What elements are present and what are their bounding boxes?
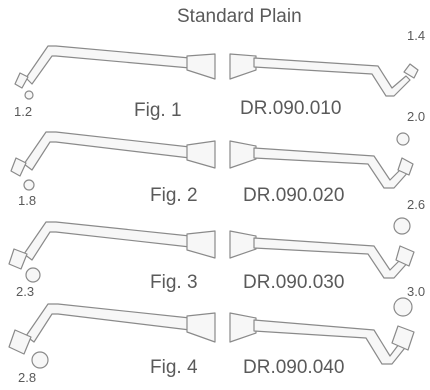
instrument-2-code: DR.090.020 — [243, 185, 345, 206]
instrument-2-figure-label: Fig. 2 — [150, 185, 198, 206]
instrument-4-left-size: 2.8 — [18, 370, 37, 385]
instrument-4-figure-label: Fig. 4 — [150, 357, 198, 378]
instrument-3-left-tip — [8, 248, 28, 270]
instrument-1-code: DR.090.010 — [240, 98, 342, 119]
page-title: Standard Plain — [177, 6, 302, 27]
instrument-1-left-size: 1.2 — [14, 104, 33, 119]
instrument-3-right-ball — [393, 217, 411, 235]
instrument-3-left-ball — [25, 267, 41, 283]
instrument-4-right-ball — [393, 297, 413, 317]
instrument-1-right-tip — [403, 63, 419, 79]
instrument-4-left-ball — [31, 351, 49, 369]
instrument-1-right-size: 1.4 — [407, 28, 426, 43]
instrument-4-left-tip — [8, 329, 32, 355]
instrument-4-right-size: 3.0 — [407, 284, 426, 299]
instrument-2-right-half — [229, 132, 414, 189]
instrument-1-figure-label: Fig. 1 — [134, 100, 182, 121]
instrument-4-right-half — [229, 297, 415, 365]
instrument-4-left-half — [8, 303, 216, 369]
instrument-4-code: DR.090.040 — [243, 357, 345, 378]
instrument-2-right-size: 2.0 — [407, 109, 426, 124]
instrument-1-left-tip — [14, 72, 29, 89]
instrument-2-left-tip — [10, 157, 27, 177]
instrument-3-left-size: 2.3 — [16, 284, 35, 299]
instrument-1-right-half — [229, 53, 419, 97]
instrument-2-left-size: 1.8 — [18, 193, 37, 208]
instrument-3-figure-label: Fig. 3 — [150, 272, 198, 293]
instrument-1-left-half — [14, 45, 216, 100]
instrument-3-right-size: 2.6 — [407, 197, 426, 212]
instrument-3-right-half — [229, 217, 415, 279]
instrument-2-right-tip — [397, 157, 414, 176]
instrument-2-left-half — [10, 131, 216, 191]
instrument-3-code: DR.090.030 — [243, 272, 345, 293]
instrument-3-right-tip — [395, 245, 415, 267]
instrument-1-left-ball — [24, 90, 34, 100]
instrument-2-right-ball — [396, 132, 410, 146]
instrument-3-left-half — [8, 221, 216, 283]
instrument-2-left-ball — [23, 179, 35, 191]
instrument-4-right-tip — [391, 325, 415, 351]
